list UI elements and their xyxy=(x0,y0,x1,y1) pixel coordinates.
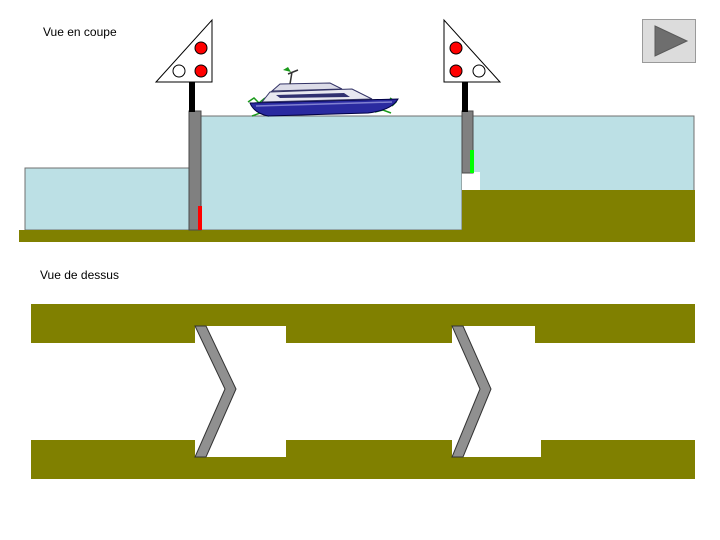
water-upstream xyxy=(461,115,695,192)
play-button[interactable] xyxy=(642,19,696,63)
signal-right-bottom-right-light xyxy=(472,64,486,78)
bank-lower-mid-left xyxy=(195,457,286,479)
bank-upper-right xyxy=(535,304,695,343)
signal-right-pole xyxy=(462,82,468,112)
gate-left-indicator xyxy=(198,206,202,230)
boat-cabin-upper xyxy=(270,82,343,92)
bank-lower-left xyxy=(31,440,195,479)
signal-left-top-light xyxy=(194,41,208,55)
ground-upstream-bank xyxy=(462,190,695,242)
bank-upper-mid-left xyxy=(195,304,286,326)
water-downstream xyxy=(24,167,191,231)
top-view-label: Vue de dessus xyxy=(40,268,119,282)
signal-left-bottom-left-light xyxy=(172,64,186,78)
boat-hull-stripe xyxy=(255,101,393,107)
upstream-gate-recess xyxy=(462,172,480,190)
signal-left-bottom-right-light xyxy=(194,64,208,78)
boat-mast xyxy=(287,69,299,85)
ground-channel-floor xyxy=(19,230,464,242)
bank-upper-middle xyxy=(286,304,452,343)
water-lock-chamber xyxy=(200,115,463,231)
signal-right xyxy=(443,18,502,83)
boat-flag xyxy=(283,67,291,72)
bank-upper-mid-right xyxy=(452,304,535,326)
bank-lower-right xyxy=(541,440,695,479)
signal-left-pole xyxy=(189,82,195,112)
signal-left xyxy=(154,18,213,83)
play-triangle-icon xyxy=(654,25,689,57)
gate-right-indicator xyxy=(470,150,474,173)
gate-right-top-view xyxy=(451,325,492,458)
section-view-label: Vue en coupe xyxy=(43,25,117,39)
gate-left-top-view xyxy=(194,325,237,458)
boat-cabin-windows xyxy=(276,93,350,98)
bank-upper-left xyxy=(31,304,195,343)
signal-right-top-light xyxy=(449,41,463,55)
boat-icon xyxy=(247,67,399,117)
signal-right-bottom-left-light xyxy=(449,64,463,78)
bank-lower-middle xyxy=(286,440,452,479)
bank-lower-mid-right xyxy=(452,457,541,479)
